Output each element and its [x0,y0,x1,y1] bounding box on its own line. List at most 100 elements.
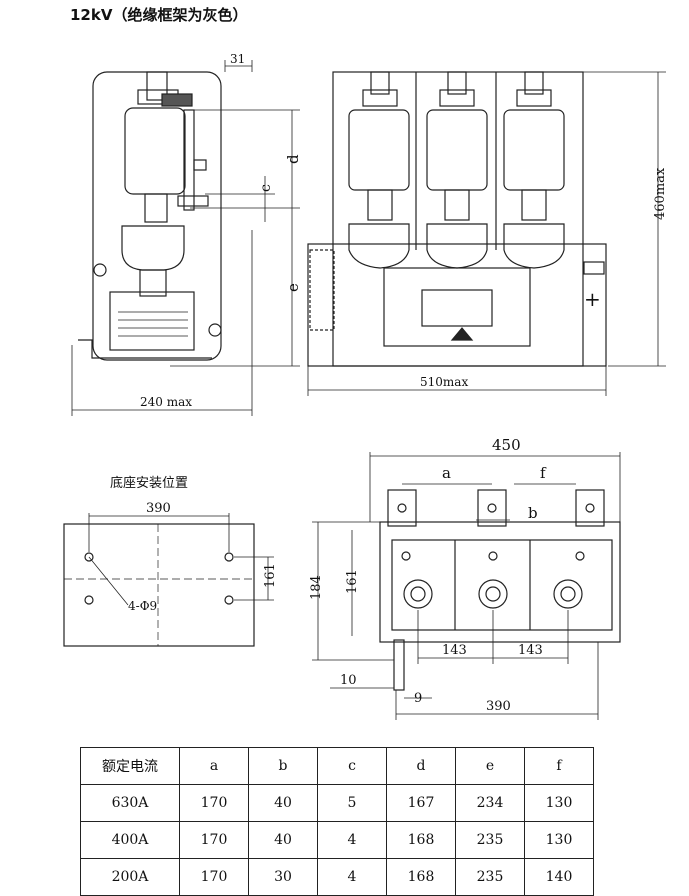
dim-240: 240 max [140,395,192,409]
table-cell: 168 [386,858,456,896]
table-cell: 40 [248,784,318,822]
side-stem [144,193,168,223]
base-hole-4 [224,595,234,605]
side-bracket [193,159,207,171]
dim-b: b [528,504,538,522]
table-cell: 4 [317,821,387,859]
bottom-stud [393,639,405,691]
base-mounting: 底座安装位置 390 161 4-Φ9 [63,475,278,647]
table-cell: 170 [179,858,249,896]
bottom-view: 450 a f b 184 161 143 143 10 9 [309,436,621,720]
table-cell: 167 [386,784,456,822]
bottom-terminal-2 [477,489,507,527]
table-cell: 235 [455,821,525,859]
table-cell: 200A [80,858,180,896]
table-cell: 130 [524,821,594,859]
dim-143-b: 143 [518,643,543,658]
table-cell: 170 [179,784,249,822]
dim-d: d [284,154,302,164]
front-arrow-icon [450,327,474,341]
front-pole-2 [426,71,488,269]
dim-a: a [442,464,451,482]
base-hole-1 [84,552,94,562]
header-cell: d [386,747,456,785]
table-cell: 170 [179,821,249,859]
front-base-plate [307,243,607,367]
side-pushrod [139,269,167,297]
dim-510: 510max [420,375,468,389]
table-cell: 30 [248,858,318,896]
side-bolt-2 [208,323,222,337]
table-cell: 4 [317,858,387,896]
side-coil [118,311,188,337]
base-hole-3 [84,595,94,605]
side-insulator [121,225,185,271]
front-left-panel [309,249,335,331]
header-cell: f [524,747,594,785]
dim-161-b: 161 [345,569,360,594]
table-row: 630A 170 40 5 167 234 130 [80,784,594,822]
side-lower-terminal [177,195,209,207]
table-cell: 400A [80,821,180,859]
header-cell: b [248,747,318,785]
dim-450: 450 [492,436,521,454]
bottom-terminal-1 [387,489,417,527]
base-dim-161: 161 [263,563,278,588]
bottom-terminal-3 [575,489,605,527]
table-cell: 235 [455,858,525,896]
dim-184: 184 [309,575,324,600]
front-nameplate [421,289,493,327]
base-title: 底座安装位置 [110,475,188,491]
dim-9: 9 [414,691,422,706]
front-plus-icon: + [584,287,601,311]
table-row: 200A 170 30 4 168 235 140 [80,858,594,896]
bottom-insulator-1 [403,579,433,609]
front-view: + 460max 510max [307,71,668,396]
side-frame [92,71,222,361]
bottom-insulator-3 [553,579,583,609]
front-mechanism-box [383,267,531,347]
table-cell: 140 [524,858,594,896]
front-pole-1 [348,71,410,269]
base-hole-2 [224,552,234,562]
page-title: 12kV（绝缘框架为灰色） [70,6,248,24]
base-hole-label: 4-Φ9 [128,599,157,613]
side-vacuum-bottle [124,107,186,195]
table-header-row: 额定电流 a b c d e f [80,747,594,785]
dim-c: c [258,184,274,192]
dim-390-b: 390 [486,699,511,714]
front-right-terminal [583,261,605,275]
side-base [78,339,212,359]
side-view: 31 d c e 240 max [71,52,302,416]
table-cell: 168 [386,821,456,859]
bottom-insulator-2 [478,579,508,609]
table-cell: 40 [248,821,318,859]
side-terminal [146,71,168,101]
bottom-inner-frame [391,539,613,631]
side-bolt [93,263,107,277]
header-cell: 额定电流 [80,747,180,785]
base-plate [63,523,255,647]
dim-e: e [284,283,302,292]
table-cell: 130 [524,784,594,822]
front-pole-3 [503,71,565,269]
spec-table: 额定电流 a b c d e f 630A 170 40 5 167 234 1… [80,747,594,896]
header-cell: c [317,747,387,785]
base-dim-390: 390 [146,501,171,516]
table-cell: 5 [317,784,387,822]
bottom-base-plate [379,521,621,643]
dim-f: f [540,464,547,482]
header-cell: a [179,747,249,785]
table-cell: 630A [80,784,180,822]
table-cell: 234 [455,784,525,822]
side-actuator [109,291,195,351]
header-cell: e [455,747,525,785]
dim-10: 10 [340,673,357,688]
side-busbar [161,93,193,107]
dim-143-a: 143 [442,643,467,658]
dim-460: 460max [653,167,668,220]
table-row: 400A 170 40 4 168 235 130 [80,821,594,859]
dim-31: 31 [230,52,245,66]
